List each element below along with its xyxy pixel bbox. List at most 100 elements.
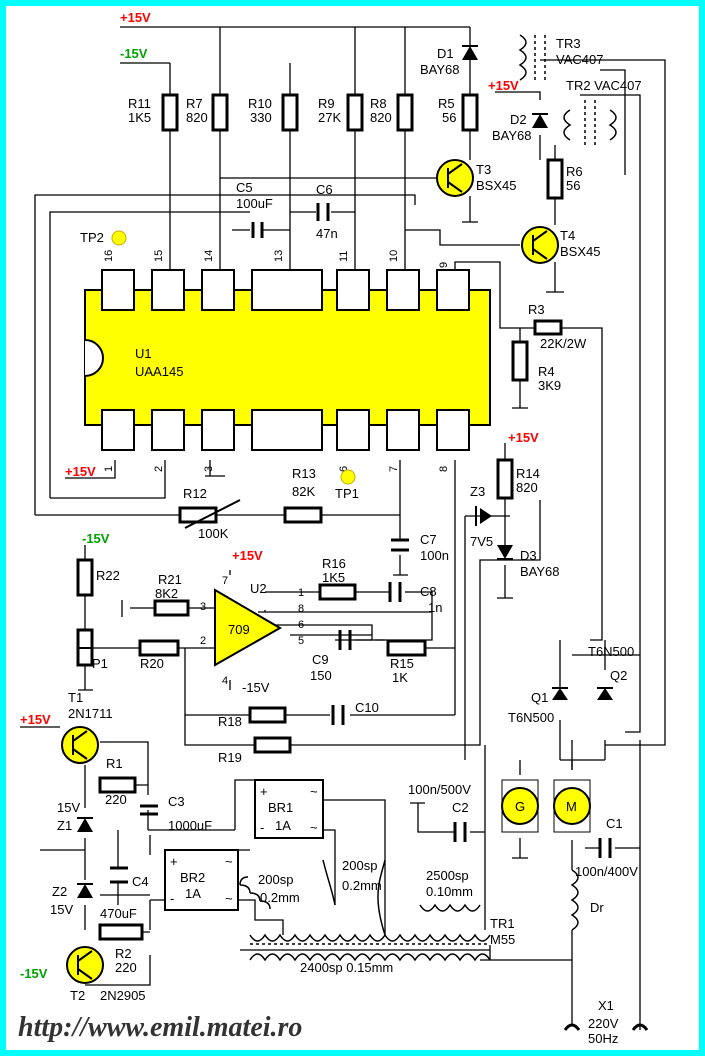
svg-text:R20: R20: [140, 656, 164, 671]
svg-text:VAC407: VAC407: [556, 52, 603, 67]
cap-c1: [598, 838, 612, 858]
pin-6: 6: [338, 466, 350, 472]
svg-text:2: 2: [200, 635, 206, 647]
svg-text:3: 3: [200, 601, 206, 613]
svg-text:5: 5: [298, 635, 304, 647]
bridge-br2: [164, 849, 239, 911]
rail-label: -15V: [120, 46, 148, 61]
resistor-r9: [346, 93, 364, 132]
svg-text:T2: T2: [70, 988, 85, 1003]
svg-text:R7: R7: [186, 96, 203, 111]
svg-text:C2: C2: [452, 800, 469, 815]
svg-text:Q1: Q1: [531, 690, 548, 705]
svg-text:T3: T3: [476, 162, 491, 177]
svg-text:C5: C5: [236, 180, 253, 195]
transistor-t1: [61, 726, 99, 764]
svg-text:Q2: Q2: [610, 668, 627, 683]
svg-text:330: 330: [250, 110, 272, 125]
svg-text:820: 820: [516, 480, 538, 495]
svg-text:BAY68: BAY68: [520, 564, 560, 579]
svg-text:1A: 1A: [275, 818, 291, 833]
svg-text:220: 220: [115, 960, 137, 975]
svg-text:0.2mm: 0.2mm: [260, 890, 300, 905]
transformer-windings: [239, 34, 617, 962]
svg-text:2400sp 0.15mm: 2400sp 0.15mm: [300, 960, 393, 975]
svg-text:2N2905: 2N2905: [100, 988, 146, 1003]
svg-text:Z2: Z2: [52, 884, 67, 899]
svg-text:R1: R1: [106, 756, 123, 771]
svg-text:2500sp: 2500sp: [426, 868, 469, 883]
svg-text:27K: 27K: [318, 110, 341, 125]
svg-text:P1: P1: [92, 656, 108, 671]
svg-text:R22: R22: [96, 568, 120, 583]
rail-label: +15V: [65, 464, 96, 479]
svg-text:47n: 47n: [316, 226, 338, 241]
svg-text:D2: D2: [510, 112, 527, 127]
svg-text:R6: R6: [566, 164, 583, 179]
svg-text:C3: C3: [168, 794, 185, 809]
opamp-u2: [214, 588, 283, 667]
svg-text:56: 56: [566, 178, 580, 193]
svg-text:R5: R5: [438, 96, 455, 111]
pin-11: 11: [338, 251, 350, 262]
svg-text:BSX45: BSX45: [560, 244, 600, 259]
cap-c5: [251, 222, 264, 238]
svg-text:100K: 100K: [198, 526, 229, 541]
resistor-r16: [318, 583, 357, 601]
svg-text:R9: R9: [318, 96, 335, 111]
pin-15: 15: [153, 250, 165, 262]
svg-text:15V: 15V: [50, 902, 73, 917]
resistor-r8: [396, 93, 414, 132]
transistor-t3: [436, 159, 474, 197]
svg-text:220V: 220V: [588, 1016, 619, 1031]
cap-c4: [110, 866, 128, 884]
resistor-r15: [386, 639, 427, 657]
svg-text:Z3: Z3: [470, 484, 485, 499]
svg-text:3K9: 3K9: [538, 378, 561, 393]
svg-text:1000uF: 1000uF: [168, 818, 212, 833]
svg-text:100n/500V: 100n/500V: [408, 782, 471, 797]
resistors: [76, 93, 564, 941]
svg-text:820: 820: [370, 110, 392, 125]
svg-text:1A: 1A: [185, 886, 201, 901]
resistor-r20: [138, 639, 180, 657]
svg-text:+: +: [170, 854, 178, 869]
cap-c8: [388, 582, 402, 602]
svg-text:D1: D1: [437, 46, 454, 61]
svg-text:TP1: TP1: [335, 486, 359, 501]
rail-label: -15V: [82, 531, 110, 546]
svg-text:200sp: 200sp: [258, 872, 293, 887]
svg-text:T6N500: T6N500: [508, 710, 554, 725]
pin-1: 1: [103, 466, 115, 472]
svg-text:T1: T1: [68, 690, 83, 705]
svg-text:~: ~: [225, 891, 233, 906]
r12-wiper: [184, 499, 241, 529]
svg-text:50Hz: 50Hz: [588, 1031, 618, 1046]
svg-text:0.2mm: 0.2mm: [342, 878, 382, 893]
capacitors: [110, 203, 612, 884]
u1-ref: U1: [135, 346, 152, 361]
pin-10: 10: [388, 250, 400, 262]
svg-text:T6N500: T6N500: [588, 644, 634, 659]
svg-text:R21: R21: [158, 572, 182, 587]
pin-16: 16: [103, 250, 115, 262]
pin-13: 13: [273, 250, 285, 262]
resistor-r22: [76, 558, 94, 597]
svg-text:+: +: [260, 784, 268, 799]
resistor-r10: [281, 93, 299, 132]
svg-text:C8: C8: [420, 584, 437, 599]
pin-8: 8: [438, 466, 450, 472]
resistor-r18: [248, 706, 287, 724]
svg-text:R11: R11: [128, 96, 151, 111]
transistors: [61, 159, 559, 984]
svg-text:470uF: 470uF: [100, 906, 137, 921]
svg-text:R14: R14: [516, 466, 540, 481]
svg-text:R4: R4: [538, 364, 555, 379]
svg-text:7: 7: [222, 575, 228, 587]
svg-text:Dr: Dr: [590, 900, 604, 915]
transistor-t2: [66, 946, 104, 984]
resistor-r21: [153, 599, 190, 617]
